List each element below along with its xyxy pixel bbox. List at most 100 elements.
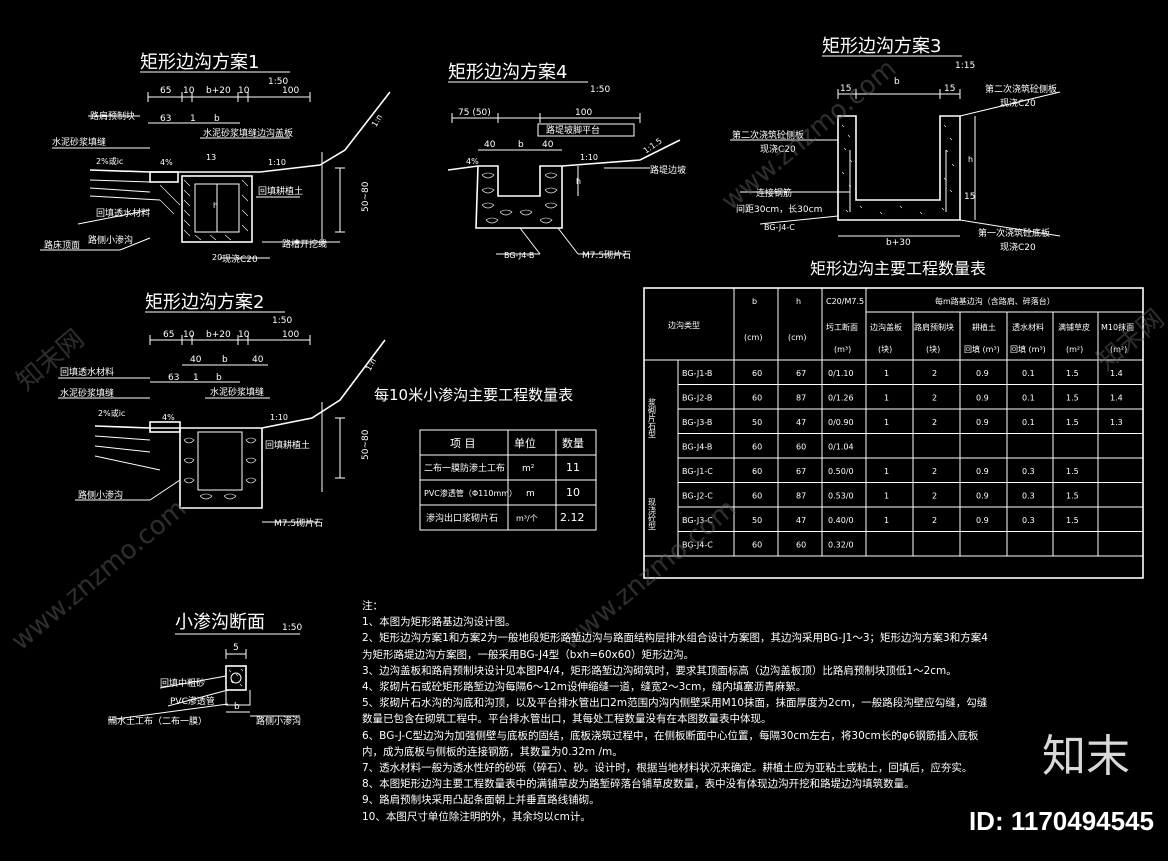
- main-table-col-b: b: [752, 297, 757, 306]
- s2-label-ratio: 1:10: [270, 413, 288, 422]
- main-table-unit-b: (cm): [744, 333, 762, 342]
- s1-dim-b: b: [214, 114, 220, 124]
- main-table-cell: 87: [796, 394, 806, 403]
- note-line: 6、BG-J-C型边沟为加强侧壁与底板的固结，底板浇筑过程中，在侧板断面中心位置…: [362, 729, 979, 742]
- s2-dim-65: 65: [163, 330, 174, 340]
- s2-label-masonry: M7.5砌片石: [274, 517, 323, 529]
- main-table-cell: 0.3: [1022, 492, 1035, 501]
- small-table-header-item: 项 目: [450, 437, 476, 450]
- s2-label-permeable: 回填透水材料: [60, 366, 114, 378]
- main-table-cell: 0/0.90: [828, 418, 854, 427]
- main-table-unit-3: 回填 (m³): [964, 344, 1000, 354]
- s3-dim-15c: 15: [964, 192, 975, 202]
- brand-logo: 知末: [1042, 731, 1130, 782]
- main-table-cell: 1.5: [1066, 369, 1079, 378]
- main-table-cell: 0.50/0: [828, 467, 854, 476]
- main-table-cell: 1: [884, 516, 889, 525]
- seepage-drawing: 小渗沟断面 1:50 5 b 回填中粗砂 PVC渗透管 隔水土工布（二布一膜） …: [107, 612, 302, 727]
- main-table-cell: 60: [752, 369, 762, 378]
- small-table-cell-0-0: 二布一膜防渗土工布: [424, 462, 505, 474]
- s2-dim-b20: b+20: [206, 330, 231, 340]
- main-table-cell: 1.5: [1066, 418, 1079, 427]
- main-table-cell: BG-J4-C: [682, 541, 713, 550]
- small-table-title: 每10米小渗沟主要工程数量表: [374, 386, 573, 404]
- s1-label-permeable: 回填透水材料: [96, 207, 150, 219]
- s2-dim-1: 1: [193, 373, 199, 383]
- s3-label-c20a: 现浇C20: [1000, 97, 1036, 109]
- seepage-dim-5: 5: [233, 643, 239, 653]
- s2-dim-10b: 10: [238, 330, 250, 340]
- main-table-sub-5: 满铺草皮: [1058, 322, 1090, 332]
- main-table-cell: 1: [884, 394, 889, 403]
- small-table-cell-0-2: 11: [566, 461, 580, 474]
- main-table-cell: 2: [932, 492, 937, 501]
- main-table-cell: 1: [884, 418, 889, 427]
- main-table-cell: 0.1: [1022, 418, 1035, 427]
- note-line: 4、浆砌片石或砼矩形路堑边沟每隔6～12m设伸缩缝一道，缝宽2～3cm，缝内填塞…: [362, 681, 807, 694]
- s3-dim-15b: 15: [944, 84, 955, 94]
- s1-label-shoulder-block: 路肩预制块: [90, 110, 135, 122]
- main-table-cell: 1.5: [1066, 467, 1079, 476]
- main-table-sub-2: 路肩预制块: [914, 322, 954, 332]
- s4-label-masonry: M7.5砌片石: [582, 249, 631, 261]
- main-table-cell: 0.9: [976, 467, 989, 476]
- main-table-cell: 0.9: [976, 394, 989, 403]
- s3-label-c20b: 现浇C20: [760, 143, 796, 155]
- s1-label-20: 20: [212, 253, 222, 262]
- main-table-cell: 0/1.10: [828, 369, 854, 378]
- scheme3-drawing: 矩形边沟方案3 1:15 15 b 15 b+30 15 第二次浇筑砼侧板 现浇…: [730, 36, 1061, 253]
- main-table-cell: BG-J1-C: [682, 467, 713, 476]
- main-table-unit-1: (块): [878, 344, 892, 354]
- main-table-unit-4: 回填 (m³): [1010, 344, 1046, 354]
- notes-block: 注： 1、本图为矩形路基边沟设计图。 2、矩形边沟方案1和方案2为一般地段矩形路…: [362, 598, 1152, 825]
- main-table-cell: 50: [752, 418, 762, 427]
- s2-dim-b2: b: [216, 373, 222, 383]
- s2-dim-10a: 10: [183, 330, 195, 340]
- main-table-unit-0: (m³): [834, 345, 851, 354]
- s1-label-seepage: 路侧小渗沟: [88, 234, 133, 246]
- main-table-cell: 1.5: [1066, 516, 1079, 525]
- s2-dim-63: 63: [168, 373, 179, 383]
- main-table-sub-6: M10抹面: [1101, 322, 1134, 332]
- scheme4-title: 矩形边沟方案4: [448, 62, 567, 83]
- seepage-label-pvc: PVC渗透管: [170, 695, 215, 707]
- main-table-unit-5: (m²): [1066, 345, 1083, 354]
- s4-label-h: h: [576, 177, 581, 186]
- s4-label-type: BG-J4-B: [504, 251, 534, 260]
- s4-dim-b: b: [518, 140, 524, 150]
- s1-dim-10b: 10: [238, 86, 250, 96]
- s4-label-1-15: 1:1.5: [642, 136, 664, 155]
- note-line: 8、本图矩形边沟主要工程数量表中的满铺草皮为路堑碎落台铺草皮数量，表中没有体现边…: [362, 778, 915, 791]
- s3-label-side2b: 第二次浇筑砼侧板: [732, 129, 804, 141]
- s3-label-c20c: 现浇C20: [1000, 241, 1036, 253]
- s4-label-platform: 路堤坡脚平台: [546, 124, 600, 136]
- small-table-cell-0-1: m²: [522, 464, 535, 474]
- main-table-cell: 0.53/0: [828, 492, 854, 501]
- main-table-cell: BG-J3-B: [682, 418, 712, 427]
- s1-label-slope: 2%或ic: [96, 156, 123, 166]
- main-table-sub-0: 圬工断面: [826, 322, 858, 332]
- main-table-cell: 47: [796, 418, 806, 427]
- main-table-cell: 60: [752, 492, 762, 501]
- main-table-cell: 0/1.26: [828, 394, 854, 403]
- s1-dim-10a: 10: [183, 86, 195, 96]
- main-table-cell: 1.5: [1066, 394, 1079, 403]
- main-table-cell: 0/1.04: [828, 443, 854, 452]
- s4-dim-40a: 40: [484, 140, 496, 150]
- note-line: 数量已包含在砌筑工程中。平台排水管出口，其每处工程数量没有在本图数量表中体现。: [362, 713, 772, 726]
- s2-label-seepage: 路侧小渗沟: [78, 489, 123, 501]
- seepage-label-geotextile: 隔水土工布（二布一膜）: [108, 715, 207, 727]
- note-line: 5、浆砌片石水沟的沟底和沟顶，以及平台排水管出口2m范围内沟内侧壁采用M10抹面…: [362, 697, 988, 710]
- main-table-cell: 0.9: [976, 369, 989, 378]
- note-line: 3、边沟盖板和路肩预制块设计见本图P4/4，矩形路堑边沟砌筑时，要求其顶面标高（…: [362, 664, 957, 677]
- seepage-label-ditch: 路侧小渗沟: [256, 715, 301, 727]
- main-table-unit-2: (块): [926, 344, 940, 354]
- s3-label-base1: 第一次浇筑砼底板: [978, 227, 1050, 239]
- s4-dim-100: 100: [575, 108, 592, 118]
- s1-label-mortar1: 水泥砂浆填缝: [52, 136, 106, 148]
- note-line: 9、路肩预制块采用凸起条面朝上并垂直路线铺砌。: [362, 794, 600, 807]
- main-table-cell: 0.1: [1022, 394, 1035, 403]
- scheme3-scale: 1:15: [955, 61, 975, 71]
- s1-label-topsoil: 回填耕植土: [258, 185, 303, 197]
- scheme1-scale: 1:50: [268, 77, 288, 87]
